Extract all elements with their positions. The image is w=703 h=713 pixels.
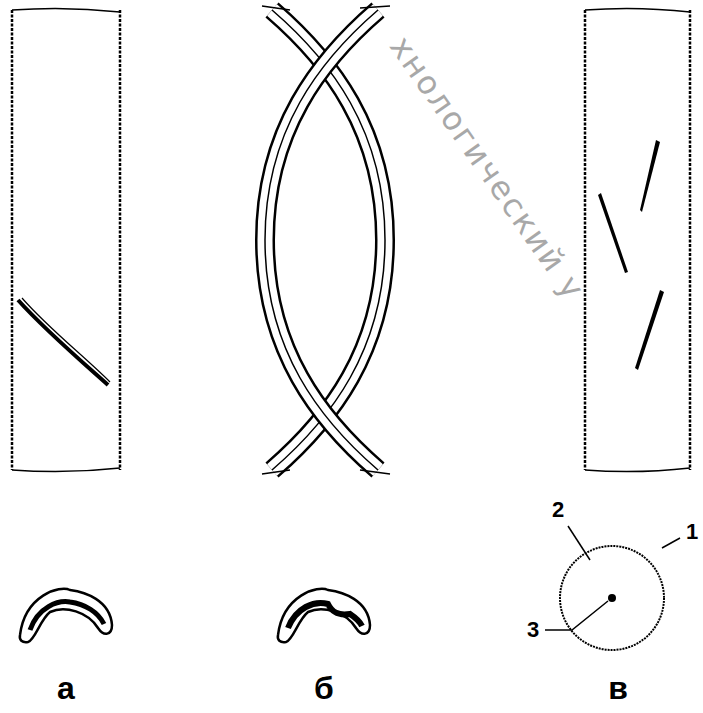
figure-letter: а <box>57 672 75 704</box>
twisted-fiber <box>262 6 390 474</box>
callout-number: 2 <box>552 499 564 521</box>
callout-number: 1 <box>686 521 698 543</box>
figure-letter: в <box>608 672 628 704</box>
figure-letter: б <box>314 672 334 704</box>
fiber-strip <box>585 8 690 471</box>
callout-number: 3 <box>527 619 539 641</box>
fiber-strip <box>12 8 120 471</box>
cross-section-circle <box>560 546 664 650</box>
cross-section <box>20 589 370 642</box>
leader-line <box>545 526 680 630</box>
watermark: хнологический у <box>385 31 591 306</box>
fiber-crack <box>598 140 664 370</box>
